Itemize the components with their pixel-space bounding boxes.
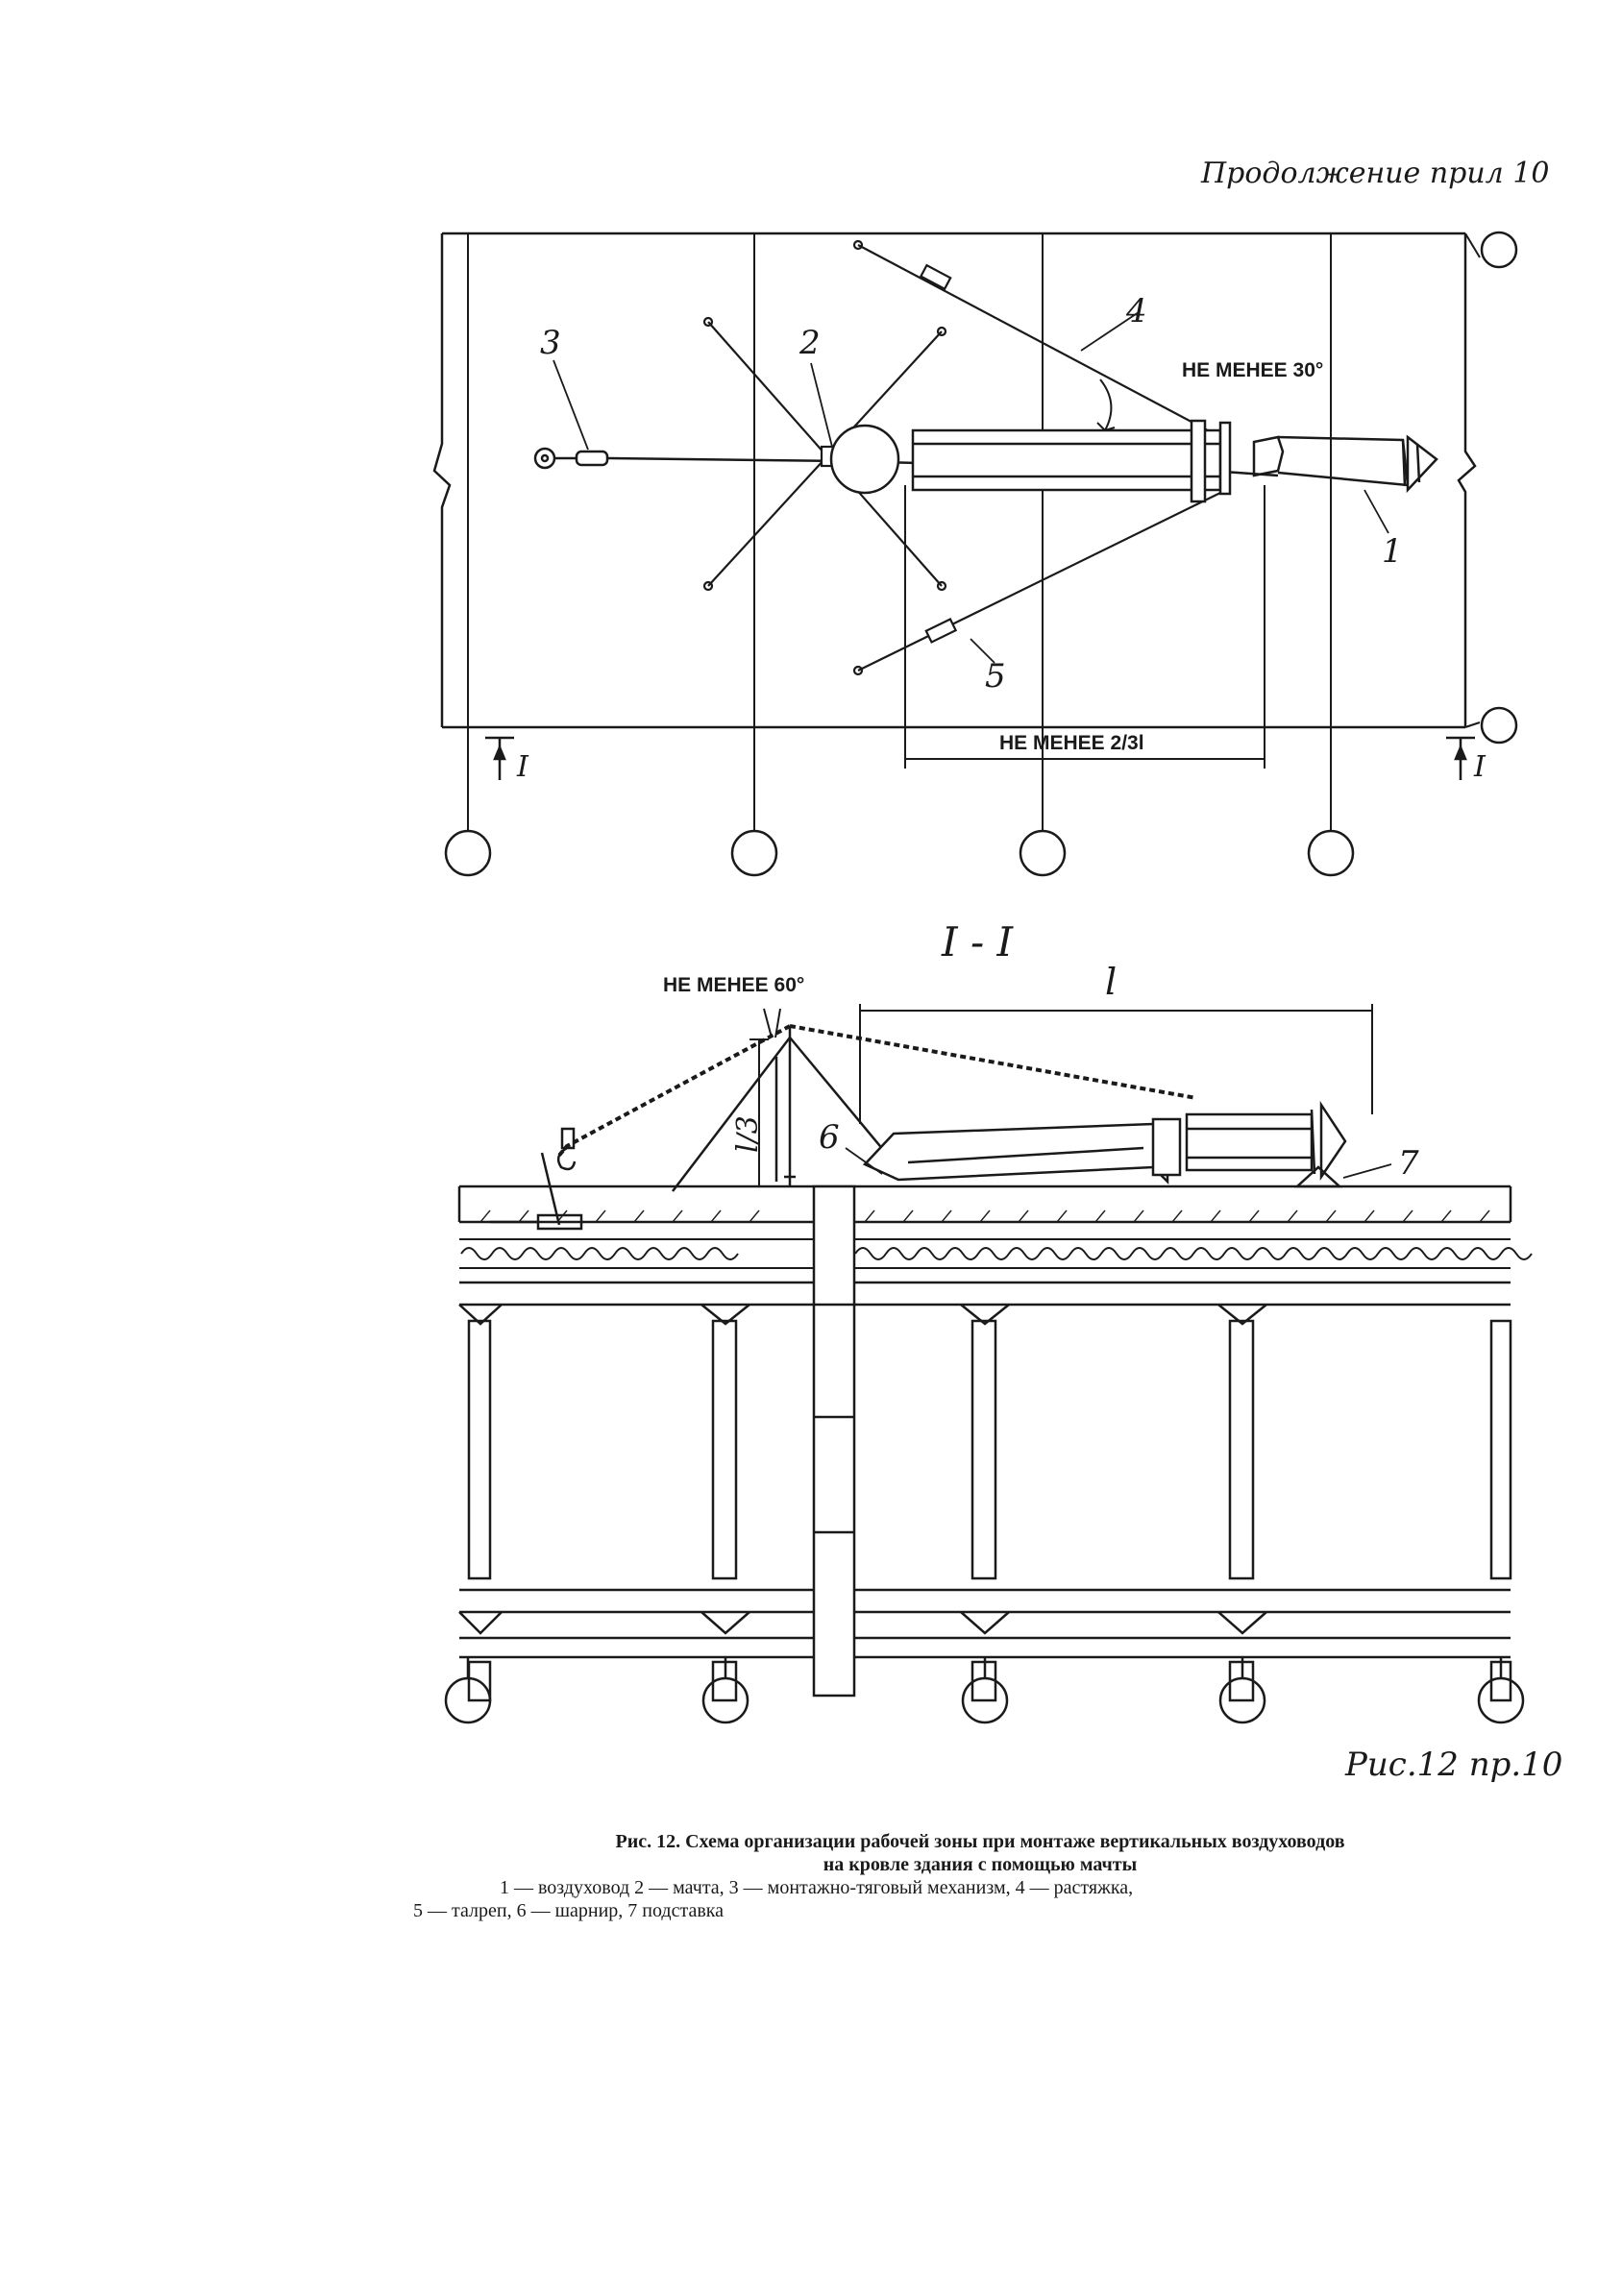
callout-3: 3 [540, 324, 561, 362]
duct-elevation [862, 1100, 1347, 1188]
angle-note-30: НЕ МЕНЕЕ 30° [1182, 359, 1323, 381]
axis-circle [961, 1676, 1009, 1724]
section-marker-right: I [1473, 750, 1486, 784]
length-note: НЕ МЕНЕЕ 2/3l [999, 732, 1144, 754]
section-axis-markers [444, 1657, 1525, 1724]
callout-4: 4 [1125, 292, 1147, 330]
dimension-l: l [1105, 961, 1117, 1003]
plan-axis-markers [444, 231, 1518, 877]
slab-hatching [479, 1209, 1490, 1223]
callout-6: 6 [819, 1118, 840, 1157]
hook-assembly [490, 1127, 583, 1231]
axis-circle [1480, 706, 1518, 745]
mast [702, 316, 947, 592]
axis-circle [1307, 829, 1355, 877]
section-title: I - I [941, 918, 1014, 965]
section-leaders [845, 1147, 1392, 1179]
callout-7: 7 [1398, 1144, 1419, 1183]
vertical-shaft [812, 1185, 856, 1698]
section-marks [485, 736, 1475, 780]
angle-note-60: НЕ МЕНЕЕ 60° [663, 974, 804, 996]
caption-title-line1: Рис. 12. Схема организации рабочей зоны … [615, 1831, 1345, 1852]
plan-dimension [904, 485, 1265, 769]
roof-outline [432, 232, 1477, 729]
axis-circle [1019, 829, 1067, 877]
guy-lines [852, 239, 1221, 676]
caption-title-line2: на кровле здания с помощью мачты [823, 1854, 1138, 1875]
axis-circle [1218, 1676, 1266, 1724]
columns [458, 1304, 1512, 1702]
callout-5: 5 [985, 657, 1006, 696]
axis-circle [444, 1676, 492, 1724]
angle-arc [1096, 379, 1116, 431]
section-marker-left: I [516, 750, 529, 784]
caption-legend-line1: 1 — воздуховод 2 — мачта, 3 — монтажно-т… [500, 1877, 1134, 1898]
callout-2: 2 [798, 324, 821, 362]
plan-grid-lines [467, 232, 1481, 831]
continuation-note: Продолжение прил 10 [1200, 157, 1550, 190]
axis-circle [1480, 231, 1518, 269]
axis-circle [701, 1676, 749, 1724]
floor-beams [459, 1281, 1511, 1659]
axis-circle [730, 829, 778, 877]
plan-leaders [553, 311, 1389, 664]
figure-reference: Рис.12 пр.10 [1344, 1746, 1562, 1784]
plan-view [432, 231, 1518, 877]
air-duct [829, 419, 1438, 503]
section-view [444, 1004, 1533, 1724]
figure-caption: Рис. 12. Схема организации рабочей зоны … [413, 1830, 1547, 1922]
insulation-layer [459, 1238, 1533, 1269]
axis-circle [1477, 1676, 1525, 1724]
axis-circle [444, 829, 492, 877]
caption-legend-line2: 5 — талреп, 6 — шарнир, 7 подставка [413, 1900, 725, 1921]
dimension-l3: l/3 [731, 1115, 765, 1153]
section-dimensions [749, 1004, 1373, 1187]
callout-1: 1 [1382, 532, 1403, 571]
